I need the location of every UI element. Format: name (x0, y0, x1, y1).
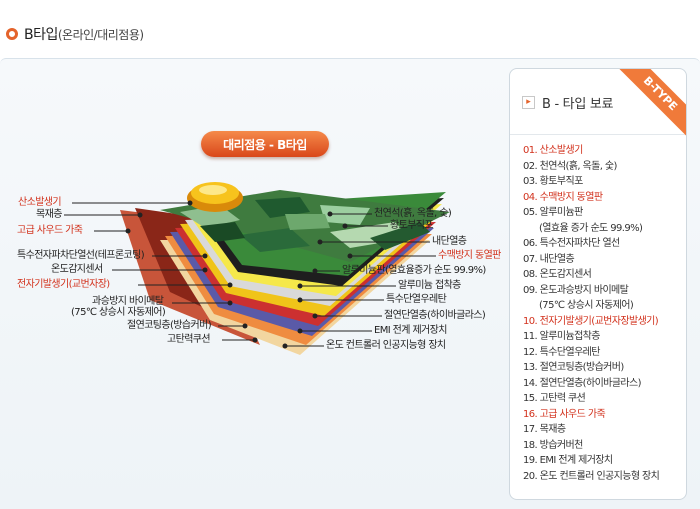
label-copper-plate: 수맥방지 동열판 (438, 250, 501, 261)
list-item: 01. 산소발생기 (523, 145, 583, 156)
label-natural-stone: 천연석(흙, 옥돌, 숯) (374, 208, 452, 219)
list-item: 19. EMI 전계 제거장치 (523, 455, 613, 466)
list-item: 03. 황토부직포 (523, 176, 583, 187)
list-item: 12. 특수단열우레탄 (523, 346, 600, 358)
type-badge: 대리점용 - B타입 (201, 131, 329, 157)
page-subtitle: (온라인/대리점용) (57, 27, 144, 42)
card-title: B - 타입 보료 (542, 97, 614, 112)
label-urethane: 특수단열우레탄 (386, 294, 447, 305)
label-bimetal: 과승방지 바이메탈 (92, 296, 164, 307)
list-item: 02. 천연석(흙, 옥돌, 숯) (523, 160, 617, 172)
type-info-card: ▸ B - 타입 보료 B-TYPE 01. 산소발생기 02. 천연석(흙, 옥… (509, 68, 687, 500)
layer-diagram (64, 182, 450, 355)
list-item: 08. 온도감지센서 (523, 269, 592, 280)
list-item: 07. 내단열층 (523, 253, 575, 265)
list-item: 09. 온도과승방지 바이메탈 (523, 284, 629, 296)
list-item: (열효율 증가 순도 99.9%) (539, 222, 643, 234)
type-ribbon: B-TYPE (609, 69, 686, 145)
label-em-generator: 전자기발생기(교번자장) (17, 279, 110, 290)
label-aluminum-plate: 알루미늄판(열효율증가 순도 99.9%) (342, 265, 486, 276)
card-header: ▸ B - 타입 보료 B-TYPE (510, 69, 686, 145)
label-controller: 온도 컨트롤러 인공지능형 장치 (326, 340, 446, 351)
page-header: B타입 (온라인/대리점용) (6, 24, 144, 44)
label-shield-wire: 특수전자파차단열선(테프론코팅) (17, 250, 145, 261)
list-item: 13. 절연코팅층(방습커버) (523, 362, 624, 373)
list-item: (75℃ 상승시 자동제어) (539, 300, 634, 311)
label-wood-layer: 목재층 (36, 209, 62, 220)
label-emi: EMI 전계 제거장치 (374, 325, 447, 336)
bullet-icon (6, 28, 18, 40)
label-leather: 고급 사우드 가죽 (17, 225, 83, 236)
component-list: 01. 산소발생기 02. 천연석(흙, 옥돌, 숯) 03. 황토부직포 04. 수… (523, 143, 660, 484)
list-item: 15. 고탄력 쿠션 (523, 393, 586, 404)
label-insulation: 절연단열층(하이바글라스) (384, 310, 486, 321)
list-item: 17. 목재층 (523, 424, 566, 435)
list-item: 04. 수맥방지 동열판 (523, 191, 603, 203)
label-cushion: 고탄력쿠션 (167, 334, 211, 345)
label-bimetal-note: (75℃ 상승시 자동제어) (71, 307, 166, 318)
label-temp-sensor: 온도감지센서 (51, 264, 103, 275)
list-item: 20. 온도 컨트롤러 인공지능형 장치 (523, 470, 660, 482)
list-item: 05. 알루미늄판 (523, 207, 583, 218)
label-aluminum-adhesive: 알루미늄 접착층 (398, 280, 461, 291)
list-item: 11. 알루미늄접착층 (523, 331, 600, 342)
page-title: B타입 (24, 27, 58, 43)
chevron-right-icon: ▸ (522, 96, 535, 109)
list-item: 14. 절연단열층(하이바글라스) (523, 377, 641, 389)
list-item: 18. 방습커버천 (523, 439, 583, 451)
list-item: 10. 전자기발생기(교번자장발생기) (523, 315, 659, 327)
label-loess: 황토부직포 (390, 220, 434, 231)
list-item: 06. 특수전자파차단 열선 (523, 238, 620, 249)
label-oxygen-generator: 산소발생기 (18, 197, 62, 208)
label-coating: 절연코팅층(방습커버) (127, 320, 212, 331)
label-heat-layer: 내단열층 (432, 236, 467, 247)
list-item: 16. 고급 사우드 가죽 (523, 408, 606, 420)
